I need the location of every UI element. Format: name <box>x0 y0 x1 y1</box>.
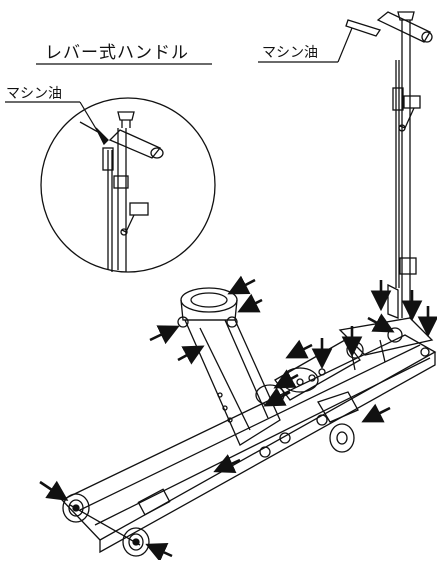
callout-lines <box>5 27 353 133</box>
arrow-icon <box>361 403 391 423</box>
lever-handle-label: レバー式ハンドル <box>45 43 189 63</box>
arrow-icon <box>237 293 263 313</box>
arrow-icon <box>367 313 395 333</box>
arrow-icon <box>149 325 180 345</box>
arrow-icon <box>177 345 205 365</box>
arrow-icon <box>263 387 291 407</box>
machine-oil-label-detail: マシン油 <box>6 86 62 102</box>
arrow-icon <box>39 480 69 501</box>
lever-handle-detail <box>40 97 216 273</box>
lubrication-point-arrows <box>39 275 437 562</box>
arrow-icon <box>145 542 173 562</box>
jack-frame <box>60 287 437 554</box>
rear-caster <box>316 391 359 453</box>
machine-oil-label-top: マシン油 <box>262 45 318 61</box>
detail-circle <box>40 97 216 273</box>
arrow-icon <box>273 369 299 389</box>
arrow-icon <box>227 275 256 295</box>
arrow-icon <box>213 454 241 474</box>
front-wheels <box>62 493 150 557</box>
main-handle <box>345 11 433 319</box>
arrow-icon <box>285 339 313 359</box>
